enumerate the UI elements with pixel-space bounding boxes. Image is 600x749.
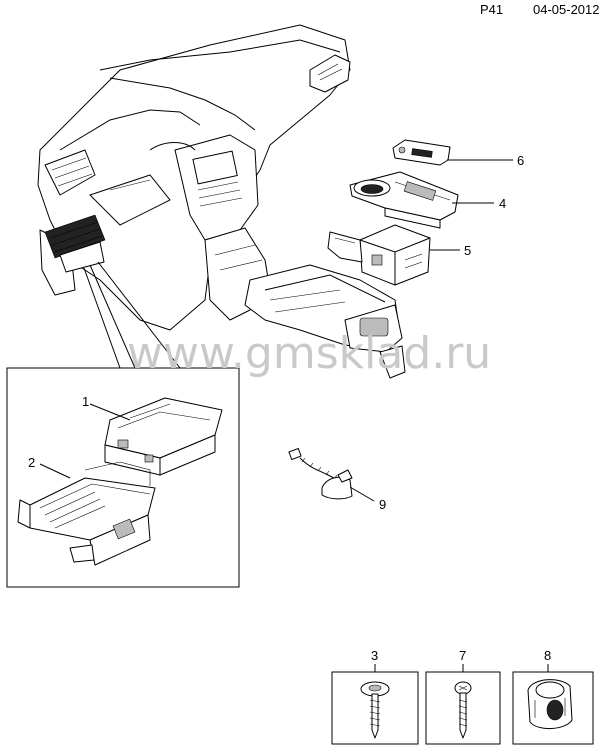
floor-console: [244, 264, 406, 379]
cable-part-9: [288, 448, 353, 500]
instrument-panel: [37, 24, 351, 331]
callout-leaders: [39, 159, 549, 672]
callout-5: 5: [464, 243, 471, 258]
cup-holder-part-4: [349, 171, 459, 229]
callout-6: 6: [517, 153, 524, 168]
inset-leader-lines: [83, 261, 181, 369]
callout-1: 1: [82, 394, 89, 409]
callout-7: 7: [459, 648, 466, 663]
callout-4: 4: [499, 196, 506, 211]
callout-8: 8: [544, 648, 551, 663]
storage-box-part-5: [327, 224, 431, 286]
control-module-part-1: [104, 397, 223, 476]
page-date: 04-05-2012: [533, 2, 600, 17]
watermark: www.gmsklad.ru: [127, 328, 491, 379]
radio-unit-installed: [44, 214, 106, 273]
fastener-box-7: [425, 671, 501, 745]
callout-3: 3: [371, 648, 378, 663]
bracket-part-2: [17, 461, 156, 566]
inset-box: [6, 367, 240, 588]
callout-2: 2: [28, 455, 35, 470]
fastener-box-8: [512, 671, 594, 745]
switch-panel-part-6: [392, 139, 451, 166]
page-code: P41: [480, 2, 504, 17]
fastener-box-3: [331, 671, 419, 745]
callout-9: 9: [379, 497, 386, 512]
